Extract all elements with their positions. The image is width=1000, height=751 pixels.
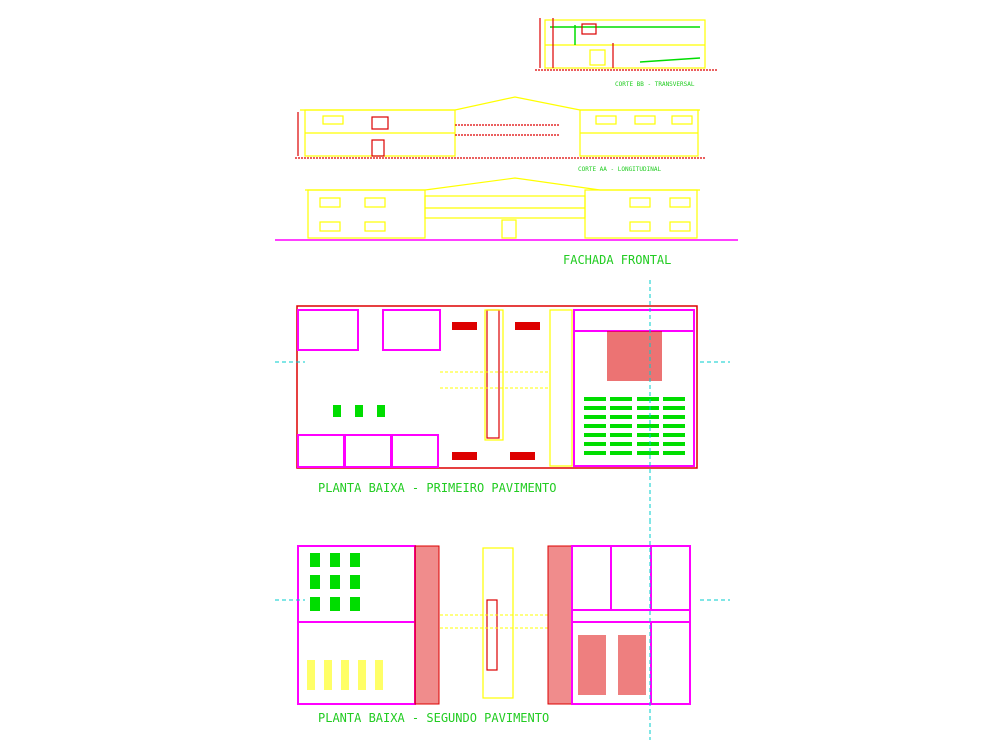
second-floor-label: PLANTA BAIXA - SEGUNDO PAVIMENTO xyxy=(318,711,549,725)
first-floor-plan: PLANTA BAIXA - PRIMEIRO PAVIMENTO xyxy=(275,280,730,520)
first-floor-label: PLANTA BAIXA - PRIMEIRO PAVIMENTO xyxy=(318,481,556,495)
second-floor-plan: PLANTA BAIXA - SEGUNDO PAVIMENTO xyxy=(275,520,730,740)
section-aa-label: CORTE AA - LONGITUDINAL xyxy=(578,166,661,173)
front-facade-drawing: FACHADA FRONTAL xyxy=(275,177,738,267)
section-aa-drawing: CORTE AA - LONGITUDINAL xyxy=(295,96,705,173)
section-bb-label: CORTE BB - TRANSVERSAL xyxy=(615,81,695,88)
front-facade-label: FACHADA FRONTAL xyxy=(563,253,671,267)
section-bb-drawing: CORTE BB - TRANSVERSAL xyxy=(535,18,718,88)
